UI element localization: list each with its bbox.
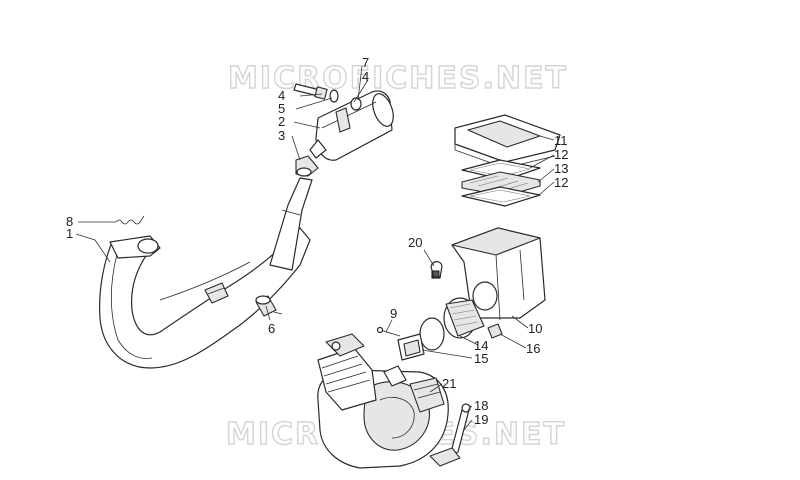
leader-lines <box>75 65 555 431</box>
callout-19: 19 <box>474 412 488 427</box>
callout-15: 15 <box>474 351 488 366</box>
exhaust-spring <box>115 215 145 225</box>
rubber-mount <box>255 295 283 317</box>
callout-4-upper: 4 <box>362 69 369 84</box>
callout-9: 9 <box>390 306 397 321</box>
callout-12-upper: 12 <box>554 147 568 162</box>
intake-boot <box>443 297 485 339</box>
callout-3: 3 <box>278 128 285 143</box>
watermark-top: MICROFICHES.NET <box>228 61 568 96</box>
callout-18: 18 <box>474 398 488 413</box>
silencer <box>293 83 394 177</box>
callout-8: 8 <box>66 214 73 229</box>
callout-labels: 8 1 7 4 4 5 2 3 6 11 12 13 12 20 9 10 16… <box>66 55 568 427</box>
manifold-bolt <box>376 326 401 337</box>
callout-11: 11 <box>554 133 568 148</box>
callout-14: 14 <box>474 338 488 353</box>
airbox-grommet <box>487 323 503 339</box>
callout-16: 16 <box>526 341 540 356</box>
callout-21: 21 <box>442 376 456 391</box>
reed-valve <box>397 333 425 361</box>
callout-6: 6 <box>268 321 275 336</box>
callout-4-lower: 4 <box>278 88 285 103</box>
exhaust-pipe <box>99 177 313 369</box>
callout-5: 5 <box>278 101 285 116</box>
callout-13: 13 <box>554 161 568 176</box>
clamp-ring <box>419 317 445 351</box>
callout-20: 20 <box>408 235 422 250</box>
callout-12-lower: 12 <box>554 175 568 190</box>
callout-2: 2 <box>278 114 285 129</box>
callout-7: 7 <box>362 55 369 70</box>
airbox <box>451 227 546 321</box>
airbox-cover <box>454 114 561 169</box>
engine <box>317 333 449 469</box>
air-filter-element <box>461 171 541 197</box>
callout-1: 1 <box>66 226 73 241</box>
air-filter-frame-lower <box>461 186 541 207</box>
callout-10: 10 <box>528 321 542 336</box>
